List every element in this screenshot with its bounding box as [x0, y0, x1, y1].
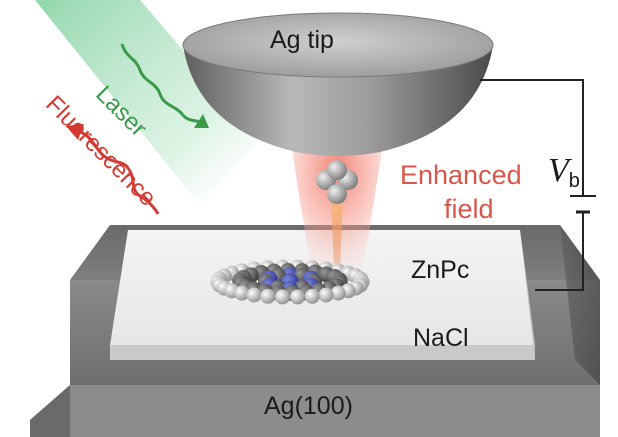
hydrogen-atom: [246, 287, 262, 303]
enhanced-field-core: [331, 195, 343, 270]
fluorescence-wave-arrow: [79, 130, 160, 215]
hydrogen-atom: [234, 285, 250, 301]
laser-beam: [35, 0, 260, 205]
hydrogen-atom: [260, 288, 276, 304]
bias-voltage-label: Vb: [548, 152, 580, 192]
tip-apex-atoms: [316, 160, 358, 204]
hydrogen-atom: [318, 287, 334, 303]
substrate-label: Ag(100): [264, 392, 353, 420]
nacl-label: NaCl: [413, 324, 469, 352]
molecule-label: ZnPc: [411, 256, 470, 284]
hydrogen-atom: [275, 289, 290, 305]
hydrogen-atom: [290, 289, 305, 305]
tip-label: Ag tip: [270, 26, 334, 54]
bias-subscript: b: [568, 170, 580, 192]
hydrogen-atom: [304, 288, 320, 304]
enhanced-label: Enhanced: [400, 160, 522, 190]
laser-wave-arrow: [120, 43, 201, 124]
laser-arrow-head: [194, 114, 209, 128]
field-label: field: [444, 194, 494, 224]
ag-tip: [182, 12, 494, 156]
hydrogen-atom: [330, 285, 346, 301]
bias-circuit: [480, 79, 596, 291]
fluorescence-arrow-head: [66, 124, 84, 140]
bias-symbol: V: [548, 152, 569, 189]
znpc-molecule: [210, 259, 370, 305]
